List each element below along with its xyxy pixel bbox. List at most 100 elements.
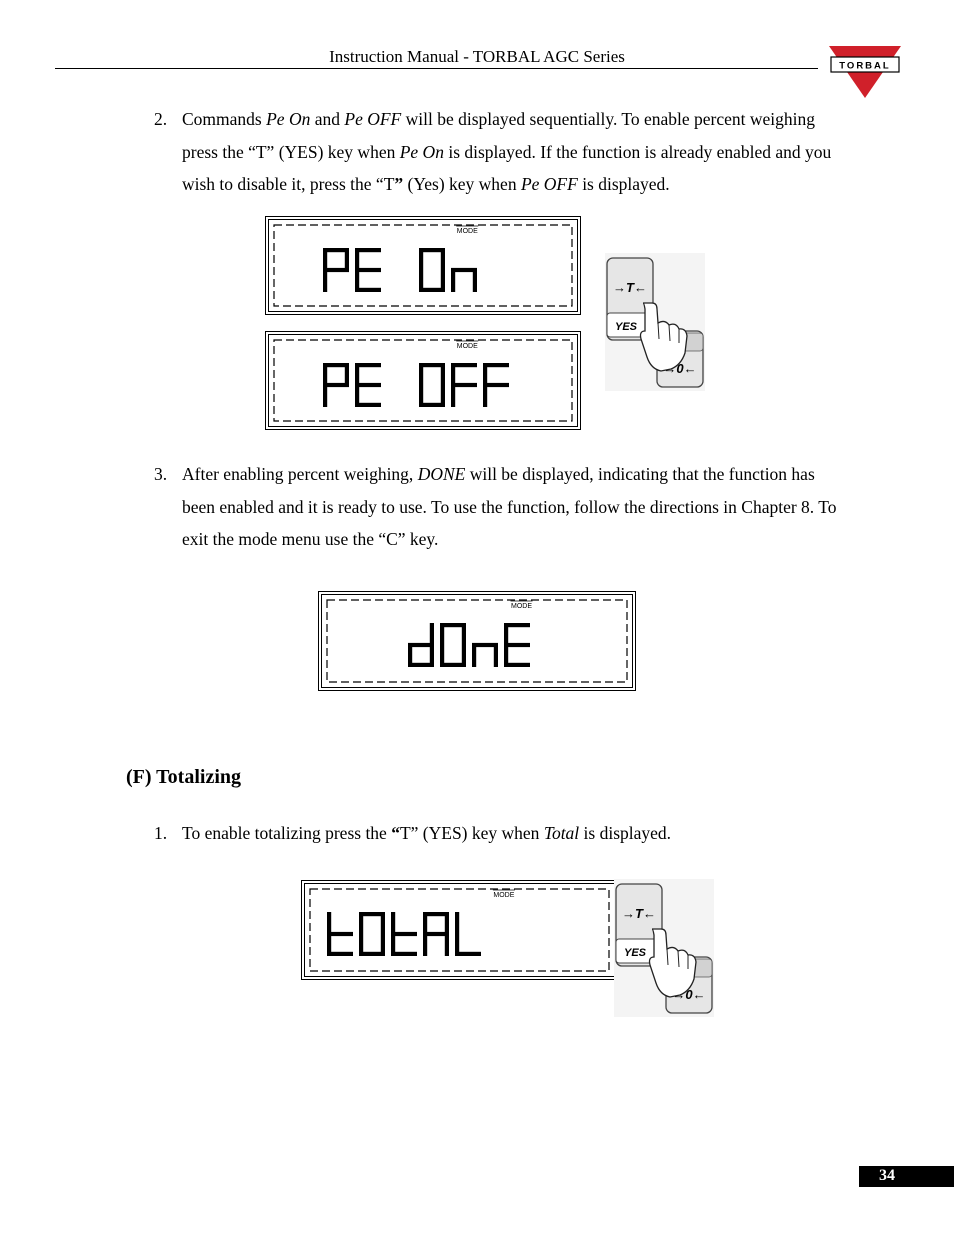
lcd-dashed-border bbox=[326, 599, 628, 683]
lcd-inner-frame bbox=[268, 219, 578, 312]
lcd-segment bbox=[359, 934, 364, 956]
italic-term: Pe OFF bbox=[520, 174, 578, 194]
text-line: After enabling percent weighing, DONE wi… bbox=[182, 458, 836, 491]
step-text: To enable totalizing press the “T” (YES)… bbox=[182, 817, 671, 850]
step-number: 3. bbox=[154, 464, 168, 484]
mode-label: MODE bbox=[457, 228, 478, 235]
lcd-segment bbox=[440, 662, 466, 667]
text-run: wish to disable it, press the “T bbox=[182, 174, 395, 194]
text-run: been enabled and it is ready to use. To … bbox=[182, 496, 837, 517]
lcd-outer-frame bbox=[318, 591, 636, 691]
lcd-inner-frame bbox=[321, 594, 633, 688]
lcd-segment bbox=[359, 912, 385, 917]
torbal-logo-text: TORBAL bbox=[839, 61, 890, 72]
lcd-segment bbox=[359, 951, 385, 956]
torbal-logo: TORBAL bbox=[829, 46, 901, 98]
lcd-segment bbox=[419, 287, 445, 292]
page-number: 34 bbox=[859, 1166, 954, 1187]
text-run: After enabling percent weighing, bbox=[182, 464, 418, 484]
lcd-segment bbox=[423, 912, 428, 934]
lcd-segment bbox=[504, 623, 509, 645]
step-text: Commands Pe On and Pe OFF will be displa… bbox=[182, 103, 831, 201]
lcd-segment bbox=[440, 363, 445, 385]
text-run: T” (YES) key when bbox=[399, 823, 544, 843]
lcd-segment bbox=[323, 267, 349, 273]
bold-run: ” bbox=[394, 174, 404, 194]
text-line: been enabled and it is ready to use. To … bbox=[182, 491, 836, 524]
step-number: 1. bbox=[154, 823, 168, 843]
lcd-segment bbox=[444, 934, 449, 956]
italic-term: Pe OFF bbox=[344, 109, 402, 129]
lcd-segment bbox=[455, 951, 481, 956]
mode-label: MODE bbox=[511, 603, 532, 610]
lcd-segment bbox=[461, 645, 466, 667]
lcd-segment bbox=[355, 248, 360, 270]
lcd-segment bbox=[419, 248, 424, 270]
tare-yes-keypad: →T←YESNO→0← bbox=[614, 879, 714, 1022]
lcd-segment bbox=[355, 382, 381, 388]
step-1-totalizing: 1. To enable totalizing press the “T” (Y… bbox=[154, 817, 914, 851]
lcd-segment bbox=[419, 363, 445, 368]
lcd-segment bbox=[455, 912, 460, 934]
lcd-inner-frame bbox=[268, 334, 578, 427]
italic-term: Pe On bbox=[399, 141, 444, 162]
lcd-segment bbox=[451, 385, 456, 407]
lcd-segment bbox=[419, 270, 424, 292]
lcd-segment bbox=[355, 267, 381, 273]
lcd-segment bbox=[472, 270, 477, 292]
lcd-segment bbox=[355, 363, 381, 368]
lcd-dashed-border bbox=[309, 888, 610, 972]
lcd-segment bbox=[451, 382, 477, 388]
text-run: will be displayed sequentially. To enabl… bbox=[401, 109, 816, 129]
lcd-segment bbox=[419, 402, 445, 407]
section-heading: (F) Totalizing bbox=[126, 766, 242, 788]
lcd-segment bbox=[472, 645, 477, 667]
lcd-segment bbox=[483, 382, 509, 388]
lcd-dashed-border bbox=[273, 339, 573, 422]
lcd-segment bbox=[408, 645, 413, 667]
text-run: will be displayed, indicating that the f… bbox=[465, 464, 815, 484]
lcd-display-done: MODE bbox=[318, 591, 636, 691]
lcd-readout bbox=[408, 623, 530, 667]
lcd-segment bbox=[323, 248, 349, 253]
text-run: is displayed. bbox=[579, 823, 672, 843]
yes-label: YES bbox=[615, 321, 638, 333]
lcd-segment bbox=[440, 385, 445, 407]
lcd-segment bbox=[419, 248, 445, 253]
text-run: Commands bbox=[182, 109, 267, 129]
lcd-readout bbox=[327, 912, 481, 956]
text-line: wish to disable it, press the “T” (Yes) … bbox=[182, 168, 831, 201]
lcd-segment bbox=[408, 642, 434, 648]
tare-yes-key: →T←YES bbox=[615, 883, 663, 967]
tare-yes-keypad: →T←YESNO→0← bbox=[605, 253, 705, 396]
lcd-segment bbox=[451, 267, 477, 273]
tare-label: →T← bbox=[622, 906, 656, 921]
lcd-segment bbox=[355, 248, 381, 253]
lcd-segment bbox=[504, 645, 509, 667]
lcd-display-total: MODE bbox=[301, 880, 618, 980]
tare-yes-key: →T← YES bbox=[606, 257, 654, 341]
text-run: press the “T” (YES) key when bbox=[182, 141, 400, 162]
bold-run: “ bbox=[391, 823, 400, 843]
tare-label: →T← bbox=[613, 280, 647, 295]
lcd-segment bbox=[429, 645, 434, 667]
lcd-segment bbox=[440, 248, 445, 270]
lcd-segment bbox=[493, 645, 498, 667]
lcd-segment bbox=[323, 248, 328, 270]
italic-term: Total bbox=[543, 823, 580, 843]
step-3: 3. After enabling percent weighing, DONE… bbox=[154, 458, 914, 558]
lcd-segment bbox=[472, 642, 498, 648]
lcd-segment bbox=[440, 623, 466, 628]
lcd-segment bbox=[461, 623, 466, 645]
lcd-segment bbox=[355, 270, 360, 292]
lcd-segment bbox=[380, 934, 385, 956]
lcd-segment bbox=[323, 385, 328, 407]
mode-label: MODE bbox=[457, 343, 478, 350]
text-line: To enable totalizing press the “T” (YES)… bbox=[182, 817, 671, 850]
lcd-segment bbox=[323, 382, 349, 388]
lcd-segment bbox=[483, 363, 509, 368]
lcd-segment bbox=[380, 912, 385, 934]
lcd-segment bbox=[419, 363, 424, 385]
lcd-segment bbox=[323, 363, 328, 385]
lcd-segment bbox=[451, 363, 456, 385]
